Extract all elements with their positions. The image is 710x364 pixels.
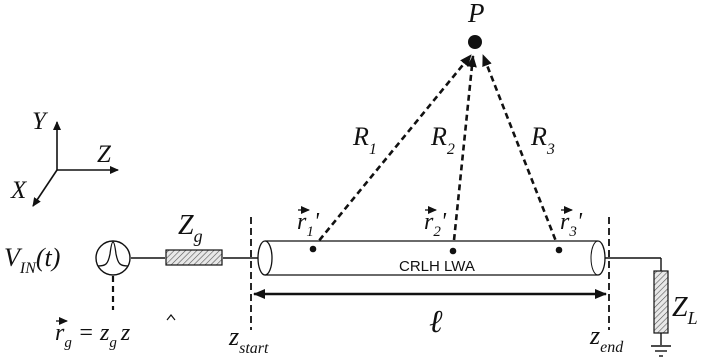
element-point-1 [309,245,317,253]
z-end-label: zend [589,321,624,356]
gaussian-pulse-icon [97,241,129,267]
position-label-r1: r1' [297,206,320,240]
generator-impedance [165,249,223,266]
length-label: ℓ [429,303,443,339]
z-axis-label: Z [97,141,112,168]
load-impedance [653,270,669,334]
distance-arrow-r2 [451,55,477,251]
distance-label-r1: R1 [352,122,377,158]
element-point-2 [449,247,457,255]
position-label-r2: r2' [424,206,447,240]
svg-text:r1': r1' [297,209,320,240]
ground-icon [651,345,671,357]
distance-arrows [311,54,561,251]
feed-wires [131,257,662,345]
element-point-3 [555,246,563,254]
x-axis-label: X [10,177,28,204]
observation-point [468,35,482,49]
distance-arrow-r1 [311,54,473,249]
antenna-label: CRLH LWA [399,258,475,275]
svg-text:r2': r2' [424,209,447,240]
z-start-label: zstart [228,322,269,357]
distance-label-r3: R3 [530,122,555,158]
point-label: P [467,0,485,28]
y-axis-label: Y [32,108,49,135]
load-impedance-label: ZL [672,292,698,328]
crlh-lwa-antenna [257,240,606,276]
distance-label-r2: R2 [430,122,455,158]
unit-vector-hat [166,314,176,321]
svg-text:r3': r3' [560,209,583,240]
voltage-source [95,240,131,276]
generator-impedance-label: Zg [178,210,203,246]
x-axis [32,169,58,207]
coordinate-axes [32,121,119,207]
position-label-r3: r3' [560,206,583,240]
distance-arrow-r3 [481,54,561,250]
source-label: VIN(t) [4,243,60,277]
